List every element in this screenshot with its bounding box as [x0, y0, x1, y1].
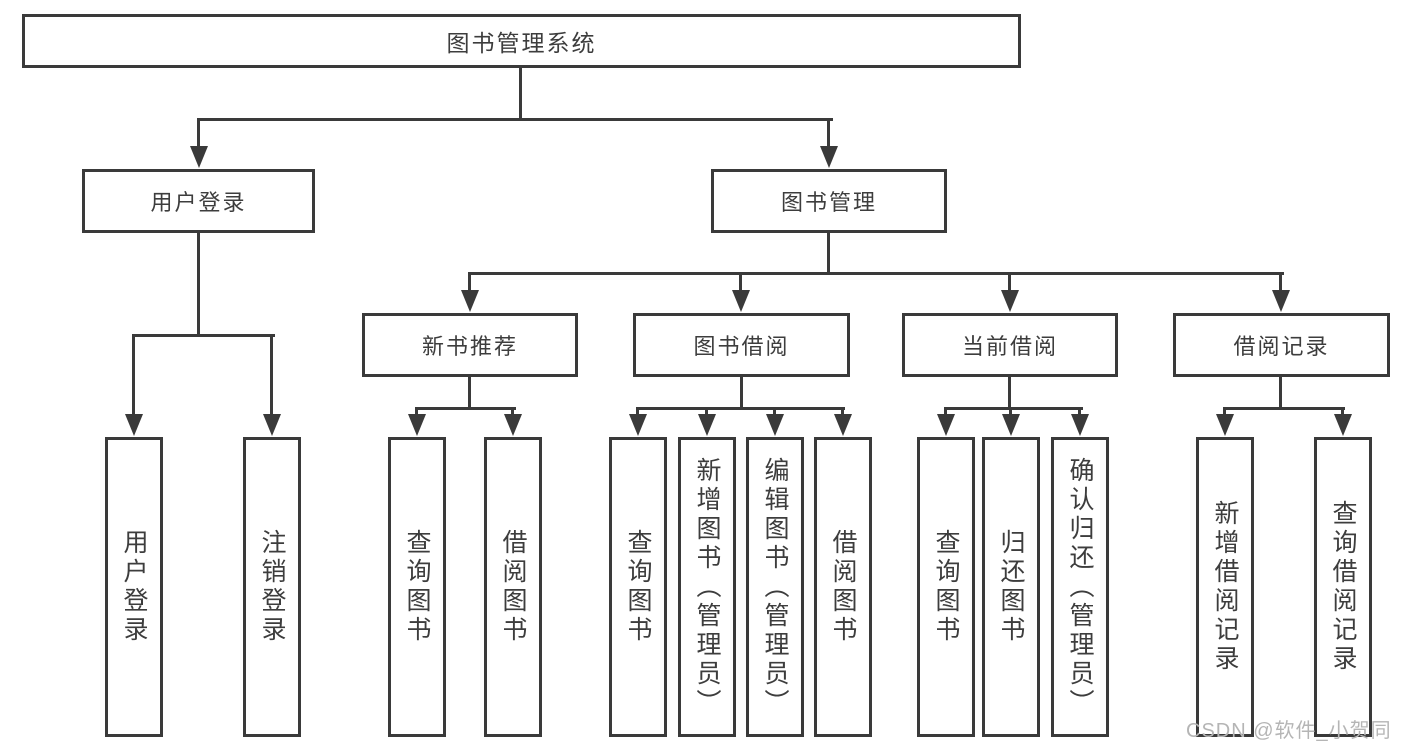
leaf-borrow-books: 借阅图书: [814, 437, 872, 737]
connector-line: [1223, 407, 1345, 410]
leaf-confirm-return-admin: 确认归还（管理员）: [1051, 437, 1109, 737]
connector-line: [270, 336, 273, 416]
leaf-borrow-books-recommend: 借阅图书: [484, 437, 542, 737]
arrow-down-icon: [1334, 414, 1352, 436]
connector-line: [197, 118, 833, 121]
arrow-down-icon: [461, 290, 479, 312]
leaf-query-books-recommend: 查询图书: [388, 437, 446, 737]
arrow-down-icon: [766, 414, 784, 436]
arrow-down-icon: [1071, 414, 1089, 436]
arrow-down-icon: [732, 290, 750, 312]
connector-line: [468, 274, 471, 292]
leaf-add-books-admin: 新增图书（管理员）: [678, 437, 736, 737]
connector-line: [636, 407, 845, 410]
connector-line: [1008, 377, 1011, 409]
arrow-down-icon: [1001, 290, 1019, 312]
arrow-down-icon: [1216, 414, 1234, 436]
arrow-down-icon: [698, 414, 716, 436]
connector-line: [132, 334, 275, 337]
leaf-add-borrow-record: 新增借阅记录: [1196, 437, 1254, 737]
arrow-down-icon: [834, 414, 852, 436]
leaf-edit-books-admin: 编辑图书（管理员）: [746, 437, 804, 737]
connector-line: [827, 233, 830, 274]
connector-line: [511, 409, 514, 416]
arrow-down-icon: [125, 414, 143, 436]
connector-line: [773, 409, 776, 416]
node-borrowing-records: 借阅记录: [1173, 313, 1390, 377]
connector-line: [1279, 274, 1282, 292]
connector-line: [132, 336, 135, 416]
connector-line: [197, 118, 200, 148]
leaf-query-books-borrowing: 查询图书: [609, 437, 667, 737]
leaf-logout: 注销登录: [243, 437, 301, 737]
connector-line: [1341, 409, 1344, 416]
connector-line: [944, 409, 947, 416]
connector-line: [1223, 409, 1226, 416]
connector-line: [1279, 377, 1282, 409]
node-book-management-branch: 图书管理: [711, 169, 947, 233]
node-library-management-system: 图书管理系统: [22, 14, 1021, 68]
arrow-down-icon: [1002, 414, 1020, 436]
connector-line: [705, 409, 708, 416]
leaf-return-books: 归还图书: [982, 437, 1040, 737]
connector-line: [740, 377, 743, 409]
node-book-borrowing: 图书借阅: [633, 313, 850, 377]
connector-line: [468, 377, 471, 409]
node-user-login-branch: 用户登录: [82, 169, 315, 233]
arrow-down-icon: [504, 414, 522, 436]
connector-line: [519, 68, 522, 120]
arrow-down-icon: [820, 146, 838, 168]
connector-line: [827, 118, 830, 148]
connector-line: [415, 407, 516, 410]
csdn-watermark: CSDN @软件_小贺同学: [1186, 720, 1392, 742]
arrow-down-icon: [263, 414, 281, 436]
connector-line: [1008, 274, 1011, 292]
connector-line: [944, 407, 1083, 410]
node-current-borrowing: 当前借阅: [902, 313, 1118, 377]
connector-line: [636, 409, 639, 416]
arrow-down-icon: [629, 414, 647, 436]
arrow-down-icon: [1272, 290, 1290, 312]
connector-line: [1078, 409, 1081, 416]
connector-line: [1009, 409, 1012, 416]
connector-line: [841, 409, 844, 416]
arrow-down-icon: [408, 414, 426, 436]
leaf-query-books-current: 查询图书: [917, 437, 975, 737]
connector-line: [739, 274, 742, 292]
connector-line: [468, 272, 1284, 275]
leaf-user-login: 用户登录: [105, 437, 163, 737]
node-new-book-recommendation: 新书推荐: [362, 313, 578, 377]
arrow-down-icon: [937, 414, 955, 436]
leaf-query-borrow-record: 查询借阅记录: [1314, 437, 1372, 737]
connector-line: [415, 409, 418, 416]
connector-line: [197, 233, 200, 336]
arrow-down-icon: [190, 146, 208, 168]
